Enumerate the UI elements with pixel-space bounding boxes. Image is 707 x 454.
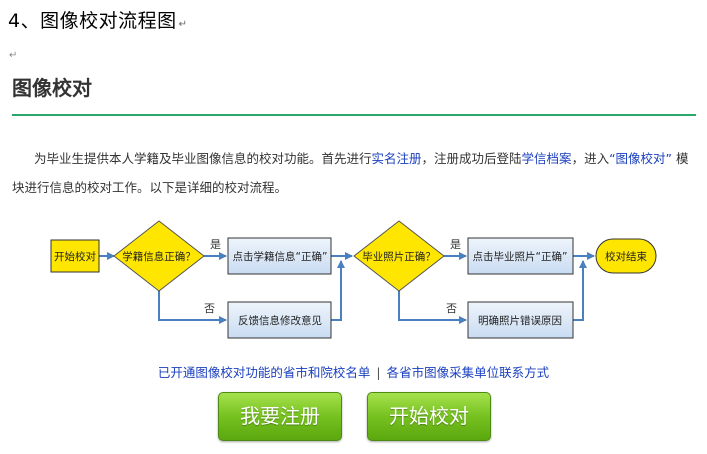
flow-connectors	[99, 252, 595, 324]
section-divider	[12, 114, 696, 116]
flow-yes-label-2: 是	[450, 238, 461, 251]
flow-start-label: 开始校对	[54, 250, 96, 263]
contacts-link[interactable]: 各省市图像采集单位联系方式	[386, 365, 550, 380]
flow-decision-1	[113, 220, 205, 292]
register-button[interactable]: 我要注册	[218, 392, 342, 441]
intro-paragraph: 为毕业生提供本人学籍及毕业图像信息的校对功能。首先进行实名注册，注册成功后登陆学…	[12, 144, 700, 202]
flow-action-confirm-info	[227, 237, 332, 275]
flow-start-box	[50, 239, 100, 273]
flow-arrow-a1no-merge	[331, 260, 345, 321]
flow-yes-label-1: 是	[210, 238, 221, 251]
section-title: 图像校对	[12, 76, 92, 100]
flow-decision-1-label: 学籍信息正确？	[122, 250, 196, 263]
flow-arrow-a2no-merge	[573, 260, 587, 321]
document-heading: 4、图像校对流程图↵	[8, 6, 187, 33]
paragraph-mark-icon: ↵	[9, 50, 18, 61]
intro-text-4: 模块进行信息的校对工作。以下是详细的校对流程。	[12, 151, 689, 195]
intro-text-2: ，注册成功后登陆	[421, 151, 522, 166]
intro-text-3: ，进入	[571, 151, 610, 166]
flow-action-photo-error-label: 明确照片错误原因	[478, 314, 562, 327]
flow-action-confirm-photo	[467, 237, 574, 275]
intro-text-1: 为毕业生提供本人学籍及毕业图像信息的校对功能。首先进行	[34, 151, 372, 166]
student-archive-link[interactable]: 学信档案	[521, 151, 572, 166]
flow-action-confirm-info-label: 点击学籍信息“正确”	[233, 250, 328, 263]
flow-no-label-2: 否	[446, 302, 457, 315]
flow-end-box	[595, 238, 657, 274]
opened-list-link[interactable]: 已开通图像校对功能的省市和院校名单	[157, 365, 371, 380]
flow-end-label: 校对结束	[605, 250, 647, 263]
flow-action-feedback	[227, 301, 332, 339]
image-check-link[interactable]: “图像校对”	[609, 151, 673, 166]
start-check-button[interactable]: 开始校对	[367, 392, 491, 441]
flow-action-confirm-photo-label: 点击毕业照片“正确”	[473, 250, 568, 263]
flow-action-photo-error	[467, 301, 574, 339]
info-links-row: 已开通图像校对功能的省市和院校名单 | 各省市图像采集单位联系方式	[0, 362, 707, 381]
flow-no-label-1: 否	[204, 302, 215, 315]
links-separator: |	[376, 365, 381, 380]
paragraph-mark-icon: ↵	[178, 19, 188, 30]
document-heading-text: 4、图像校对流程图	[8, 10, 177, 32]
real-name-register-link[interactable]: 实名注册	[371, 151, 422, 166]
flow-decision-2	[353, 220, 445, 292]
flow-decision-2-label: 毕业照片正确？	[362, 250, 436, 263]
flow-arrow-q2-no	[398, 291, 467, 324]
flow-action-feedback-label: 反馈信息修改意见	[238, 314, 322, 327]
flow-arrow-q1-no	[158, 291, 227, 324]
